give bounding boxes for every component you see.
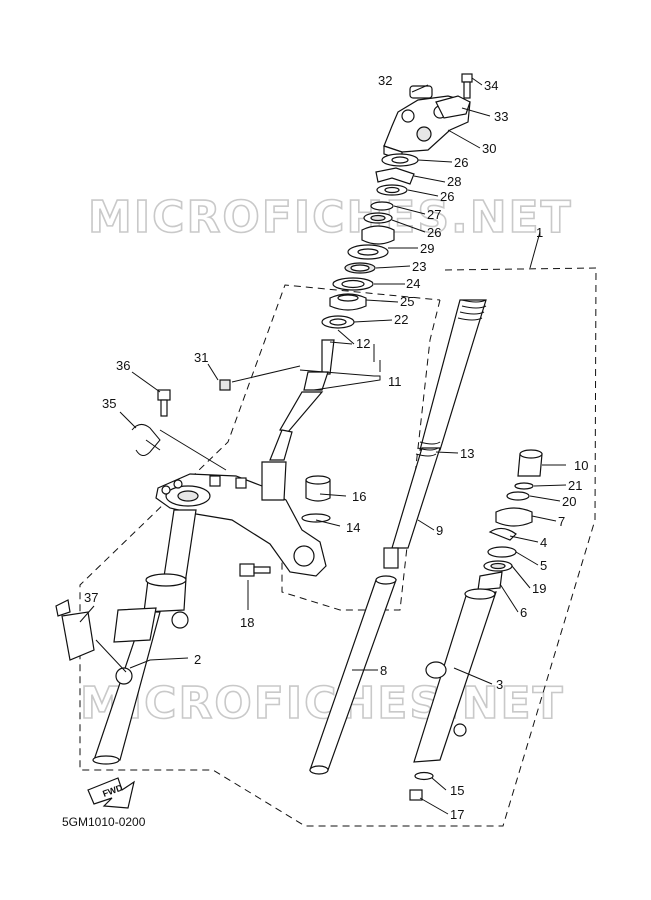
callout-22: 22 bbox=[394, 312, 408, 327]
lower-bracket bbox=[155, 461, 327, 577]
callout-8: 8 bbox=[380, 663, 387, 678]
callout-14: 14 bbox=[346, 520, 360, 535]
clamp-33 bbox=[435, 95, 471, 119]
stem-washers bbox=[321, 153, 419, 329]
callout-36: 36 bbox=[116, 358, 130, 373]
callout-26c: 26 bbox=[427, 225, 441, 240]
watermark-top: MICROFICHES.NET bbox=[88, 192, 573, 243]
steering-stem bbox=[269, 339, 335, 461]
callout-6: 6 bbox=[520, 605, 527, 620]
callout-10: 10 bbox=[574, 458, 588, 473]
callout-28: 28 bbox=[447, 174, 461, 189]
callout-32: 32 bbox=[378, 73, 392, 88]
callout-19: 19 bbox=[532, 581, 546, 596]
callout-23: 23 bbox=[412, 259, 426, 274]
damper-rod-9 bbox=[383, 299, 487, 569]
fork-leg-right bbox=[413, 588, 497, 763]
callout-18: 18 bbox=[240, 615, 254, 630]
fwd-arrow: FWD bbox=[87, 777, 135, 809]
callout-29: 29 bbox=[420, 241, 434, 256]
bolt-18 bbox=[239, 563, 271, 577]
callout-20: 20 bbox=[562, 494, 576, 509]
callout-21: 21 bbox=[568, 478, 582, 493]
callout-12: 12 bbox=[356, 336, 370, 351]
callout-24: 24 bbox=[406, 276, 420, 291]
callout-31: 31 bbox=[194, 350, 208, 365]
callout-30: 30 bbox=[482, 141, 496, 156]
diagram-code: 5GM1010-0200 bbox=[62, 815, 146, 829]
spring-13 bbox=[415, 299, 487, 457]
leader-lines bbox=[79, 77, 567, 815]
right-seal-stack bbox=[477, 449, 543, 591]
washer-15 bbox=[414, 771, 434, 781]
callout-17: 17 bbox=[450, 807, 464, 822]
bracket-37 bbox=[55, 599, 95, 661]
pin-31 bbox=[219, 379, 231, 391]
inner-tube-8 bbox=[309, 575, 397, 775]
callout-3: 3 bbox=[496, 677, 503, 692]
callout-33: 33 bbox=[494, 109, 508, 124]
clamp-bolt-34 bbox=[461, 73, 473, 99]
callout-16: 16 bbox=[352, 489, 366, 504]
callout-2: 2 bbox=[194, 652, 201, 667]
callout-26a: 26 bbox=[454, 155, 468, 170]
callout-26b: 26 bbox=[440, 189, 454, 204]
callout-35: 35 bbox=[102, 396, 116, 411]
callout-labels: 1 2 3 4 5 6 7 8 9 10 11 12 13 14 15 16 1… bbox=[84, 73, 588, 822]
callout-13: 13 bbox=[460, 446, 474, 461]
callout-37: 37 bbox=[84, 590, 98, 605]
callout-34: 34 bbox=[484, 78, 498, 93]
cap-bolt-16 bbox=[305, 475, 331, 502]
callout-25: 25 bbox=[400, 294, 414, 309]
callout-5: 5 bbox=[540, 558, 547, 573]
callout-1: 1 bbox=[536, 225, 543, 240]
callout-15: 15 bbox=[450, 783, 464, 798]
fork-leg-left bbox=[92, 509, 197, 765]
oring-14 bbox=[301, 513, 331, 523]
bolt-17 bbox=[409, 789, 423, 801]
watermark-bottom: MICROFICHES.NET bbox=[80, 678, 565, 729]
hose-clip-35 bbox=[131, 424, 161, 456]
clamp-bolt-32 bbox=[409, 85, 433, 99]
callout-27: 27 bbox=[427, 207, 441, 222]
callout-9: 9 bbox=[436, 523, 443, 538]
callout-4: 4 bbox=[540, 535, 547, 550]
callout-7: 7 bbox=[558, 514, 565, 529]
bolt-36 bbox=[157, 389, 171, 417]
callout-11: 11 bbox=[388, 374, 402, 389]
